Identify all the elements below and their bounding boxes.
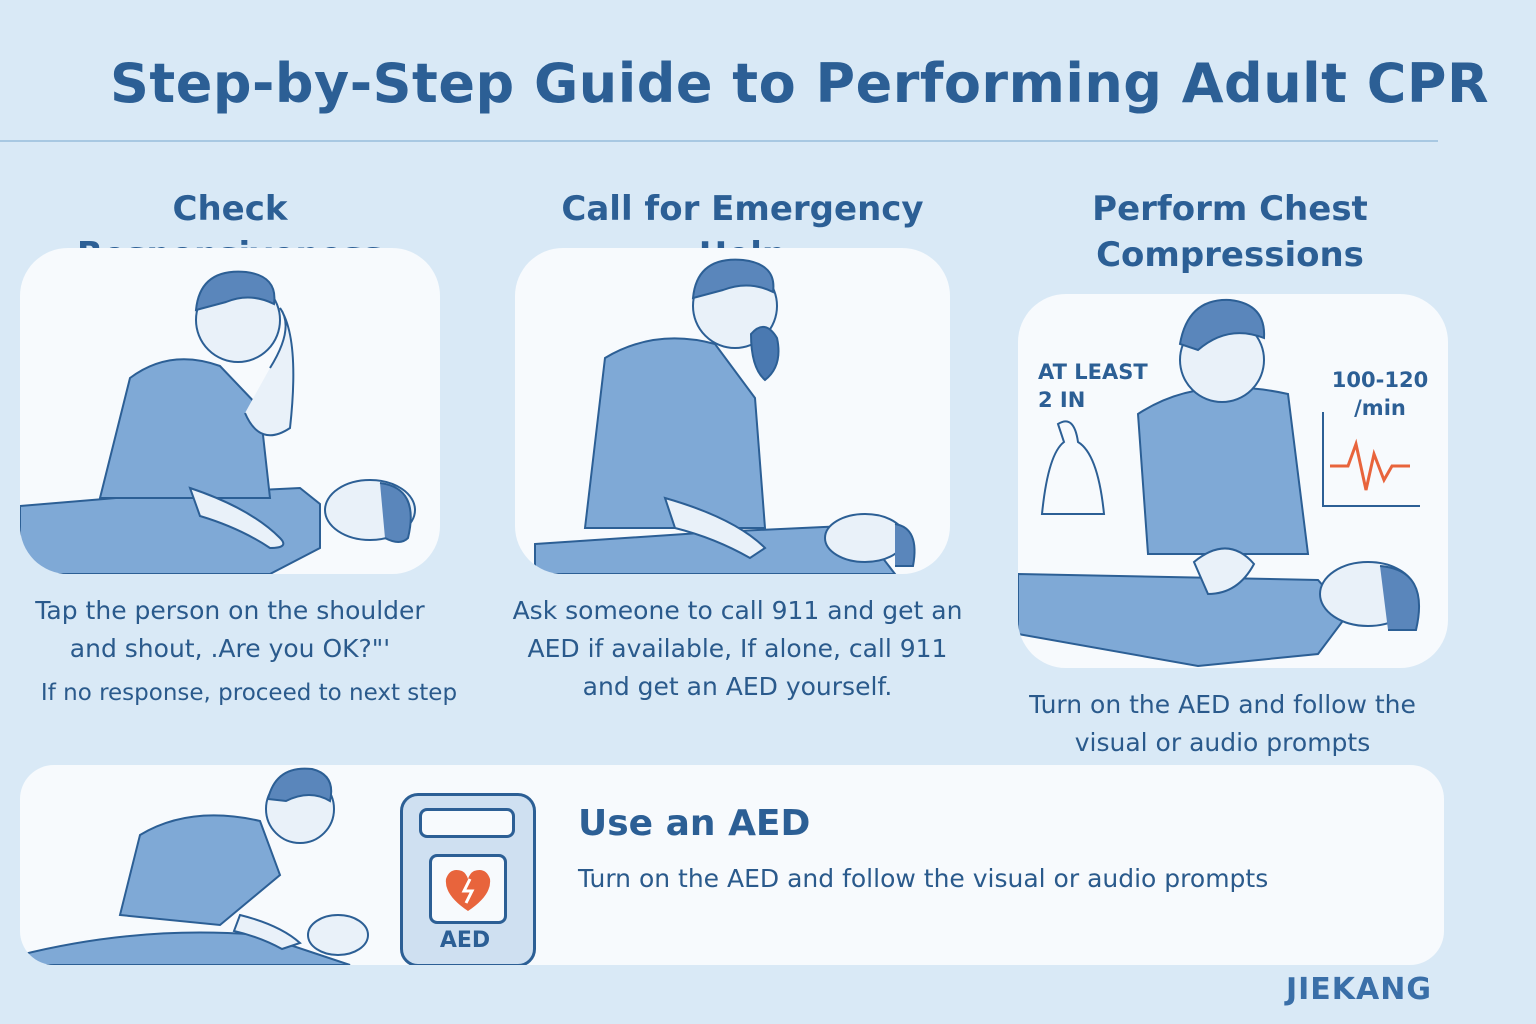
- step-1-description: Tap the person on the shoulder and shout…: [35, 596, 425, 663]
- aed-section: AED: [20, 765, 1444, 965]
- step-2-description: Ask someone to call 911 and get an AED i…: [512, 596, 963, 701]
- compression-depth-label: AT LEAST 2 IN: [1038, 360, 1148, 412]
- step-3-illustration: [1018, 294, 1448, 668]
- compression-rate-label: 100-120 /min: [1331, 368, 1429, 420]
- aed-illustration: [20, 767, 369, 965]
- aed-description: Turn on the AED and follow the visual or…: [578, 864, 1269, 893]
- title-divider: [0, 140, 1438, 142]
- step-2-illustration: [515, 248, 950, 574]
- step-1-illustration: [20, 248, 440, 574]
- aed-heading: Use an AED: [578, 803, 811, 844]
- brand-logo: JIEKANG: [1285, 972, 1432, 1007]
- aed-device: AED: [400, 793, 536, 965]
- heart-icon: [429, 854, 507, 924]
- aed-handle: [419, 808, 515, 838]
- step-3-heading: Perform Chest Compressions: [1092, 189, 1368, 275]
- step-3-description: Turn on the AED and follow the visual or…: [1029, 690, 1416, 757]
- page-title: Step-by-Step Guide to Performing Adult C…: [110, 52, 1490, 115]
- aed-device-label: AED: [439, 928, 491, 953]
- step-1-note: If no response, proceed to next step: [40, 680, 458, 706]
